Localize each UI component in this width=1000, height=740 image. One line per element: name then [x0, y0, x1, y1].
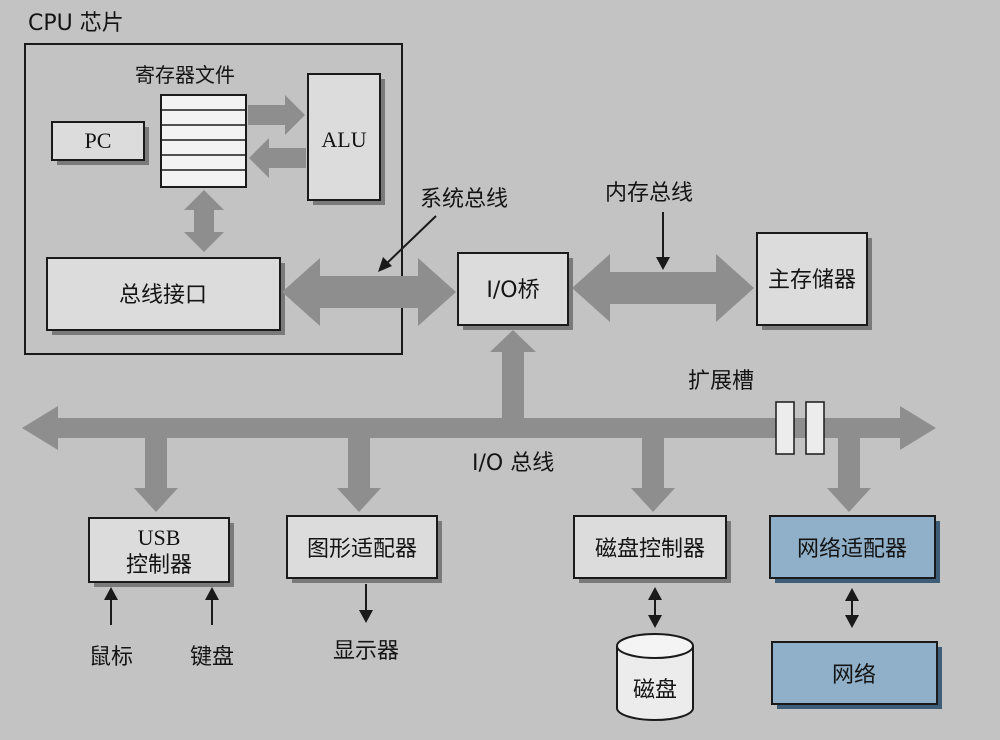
expansion-slot: [775, 401, 795, 455]
alu-label: ALU: [321, 127, 366, 152]
disk-label: 磁盘: [633, 678, 677, 703]
system-bus-arrow: [282, 258, 456, 326]
io-bus-to-network-adapter-arrow: [827, 438, 871, 512]
usb-controller: [88, 517, 230, 583]
usb-controller-label-line1: USB: [138, 525, 181, 550]
io-bridge: [457, 252, 569, 326]
disk-controller-label: 磁盘控制器: [595, 537, 705, 562]
usb-controller-label-line2: 控制器: [126, 553, 192, 578]
bus-interface-label: 总线接口: [119, 283, 207, 308]
bus-interface: [46, 257, 281, 331]
disk-cylinder: [616, 633, 694, 721]
network: [771, 641, 938, 705]
disk-controller: [573, 515, 727, 579]
alu: [307, 73, 381, 201]
cpu-chip-label: CPU 芯片: [28, 11, 124, 36]
io-bus-to-usb-arrow: [134, 438, 178, 512]
mouse-label: 鼠标: [89, 645, 133, 670]
system-bus-label: 系统总线: [420, 187, 508, 212]
register-file: [160, 94, 247, 188]
keyboard-label: 键盘: [190, 645, 234, 670]
register-file-label: 寄存器文件: [135, 63, 235, 87]
memory-bus-arrow: [572, 254, 754, 322]
memory-bus-label: 内存总线: [605, 181, 693, 206]
io-bus-arrow: [22, 406, 936, 450]
io-bridge-to-io-bus-arrow: [490, 330, 536, 420]
io-bus-label: I/O 总线: [472, 451, 554, 476]
alu-to-regfile-arrow: [249, 138, 306, 178]
main-memory: [756, 232, 868, 326]
regfile-to-alu-arrow: [248, 95, 305, 135]
expansion-slot: [805, 401, 825, 455]
display-label: 显示器: [333, 639, 399, 664]
cpu-chip-box: [24, 43, 403, 355]
pc-register: [51, 121, 145, 161]
graphics-adapter: [286, 515, 438, 579]
main-memory-label: 主存储器: [768, 268, 856, 293]
regfile-bus-interface-arrow: [184, 190, 224, 252]
pc-label: PC: [85, 128, 112, 153]
network-adapter: [769, 515, 936, 579]
graphics-adapter-label: 图形适配器: [307, 537, 417, 562]
io-bus-to-graphics-arrow: [337, 438, 381, 512]
network-adapter-label: 网络适配器: [797, 537, 907, 562]
network-label: 网络: [832, 663, 876, 688]
io-bus-to-disk-controller-arrow: [631, 438, 675, 512]
expansion-slots-label: 扩展槽: [688, 369, 754, 394]
io-bridge-label: I/O桥: [486, 278, 539, 303]
